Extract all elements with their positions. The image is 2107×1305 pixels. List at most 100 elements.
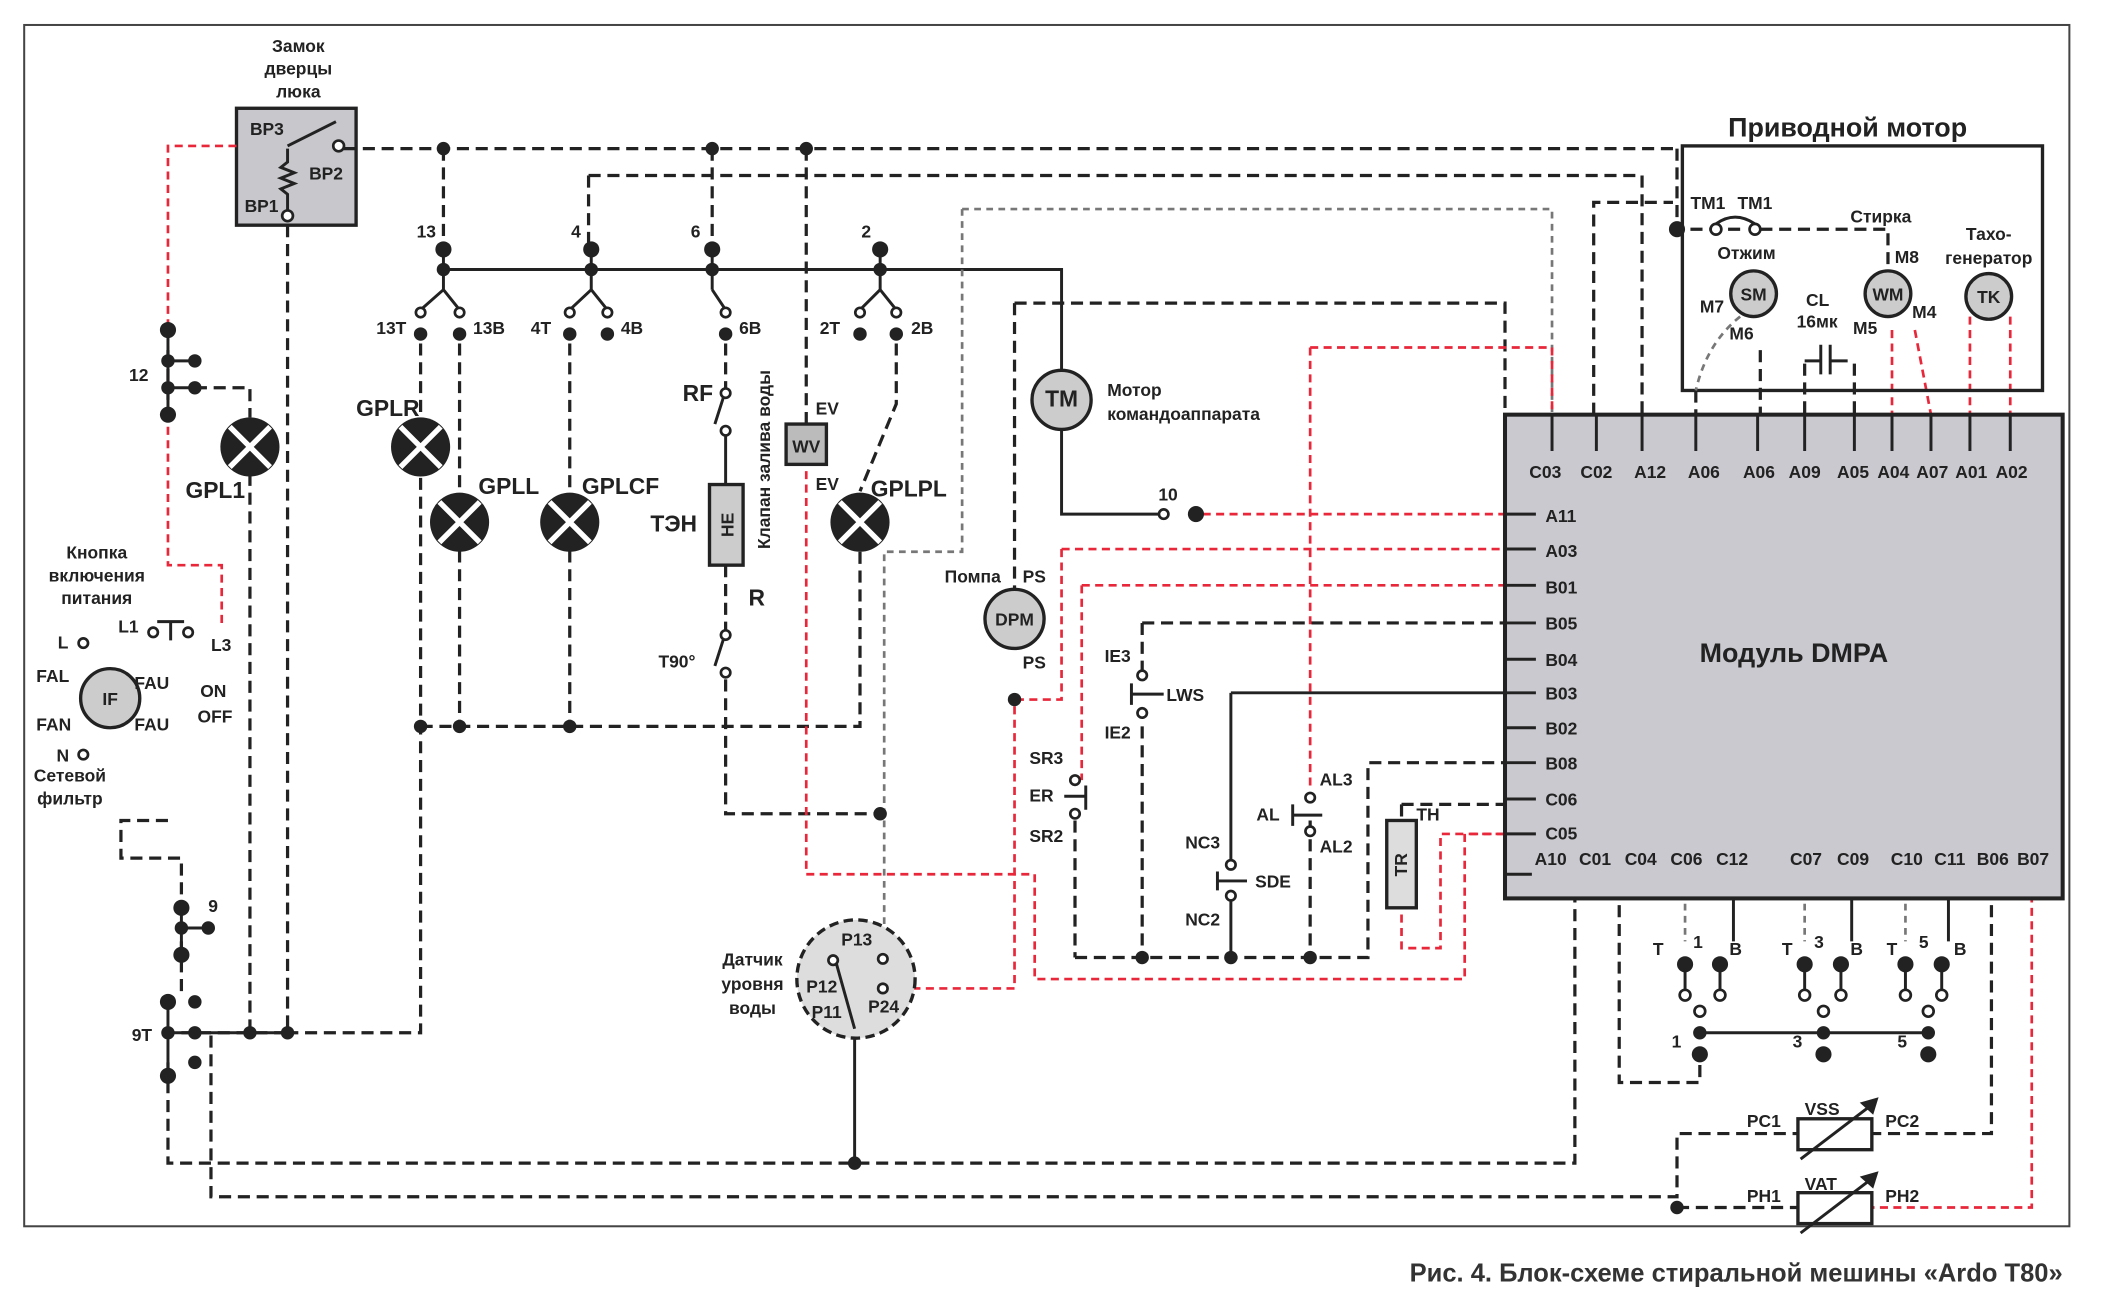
module-bottom-pins: A10 C01 C04 C06 C12 C07 C09 C10 C11 B06 … xyxy=(1535,849,2049,869)
bp2-label: BP2 xyxy=(309,164,343,184)
door-lock-title: люка xyxy=(276,82,321,102)
capacitor-value-label: 16мк xyxy=(1797,311,1838,331)
heater: HE ТЭН RF R T90° xyxy=(650,380,765,679)
pin-c07: C07 xyxy=(1790,849,1822,869)
n3-top-label: 3 xyxy=(1814,932,1824,952)
power-button-title: питания xyxy=(61,588,132,608)
tm1-b-label: TM1 xyxy=(1737,193,1772,213)
contact-4b-label: 4B xyxy=(621,318,643,338)
lamp-gplr-label: GPLR xyxy=(356,395,420,421)
pin-a06: A06 xyxy=(1688,462,1720,482)
nc3-label: NC3 xyxy=(1185,833,1220,853)
spin-motor-label: SM xyxy=(1741,284,1767,304)
m7-label: M7 xyxy=(1700,297,1724,317)
terminal-block: T 1 B T 3 B T 5 B 1 3 5 xyxy=(1653,932,1967,1063)
b5-label: B xyxy=(1954,939,1967,959)
sensors: IE3 LWS IE2 SR3 ER SR2 AL3 AL AL2 NC3 SD… xyxy=(1029,646,1440,965)
n3-label: 3 xyxy=(1793,1032,1803,1052)
timer-motor-label: командоаппарата xyxy=(1107,404,1260,424)
pin-a03: A03 xyxy=(1545,541,1577,561)
tr-label: TR xyxy=(1391,853,1411,877)
on-label: ON xyxy=(200,681,226,701)
pin-b07: B07 xyxy=(2017,849,2049,869)
pump-ps-bottom-label: PS xyxy=(1023,653,1046,673)
nc2-label: NC2 xyxy=(1185,909,1220,929)
level-sensor-label: уровня xyxy=(721,974,783,994)
capacitor-cl-label: CL xyxy=(1806,290,1830,310)
module-top-pins: C03 C02 A12 A06 A06 A09 A05 A04 A07 A01 … xyxy=(1529,414,2028,482)
vat-label: VAT xyxy=(1805,1174,1838,1194)
p12-label: P12 xyxy=(806,976,837,996)
door-lock: Замок дверцы люка BP3 BP2 BP1 xyxy=(234,36,358,227)
valve-wv-label: WV xyxy=(792,436,820,456)
filter-label: фильтр xyxy=(37,788,103,808)
pin-b06: B06 xyxy=(1977,849,2009,869)
pin-a06-2: A06 xyxy=(1743,462,1775,482)
timer-motor-label: Мотор xyxy=(1107,380,1161,400)
p11-label: P11 xyxy=(812,1002,842,1022)
program-switch: 13 4 6 2 13T 13B 4T 4B 6B 2T 2B 12 9 9T … xyxy=(129,141,1204,1084)
pin-c12: C12 xyxy=(1716,849,1748,869)
valve-ev-top-label: EV xyxy=(816,399,840,419)
pin-c11: C11 xyxy=(1934,849,1965,869)
p13-label: P13 xyxy=(841,929,872,949)
p24-label: P24 xyxy=(868,997,899,1017)
n1-label: 1 xyxy=(1672,1032,1682,1052)
drive-motor: Приводной мотор TM1 TM1 Стирка Отжим Тах… xyxy=(1668,113,2045,393)
l1-label: L1 xyxy=(118,616,139,636)
fau1-label: FAU xyxy=(134,673,169,693)
er-label: ER xyxy=(1029,786,1054,806)
control-module: Модуль DMPA C03 C02 A12 A06 A06 A09 A05 … xyxy=(1502,412,2065,901)
pc2-label: PC2 xyxy=(1885,1111,1919,1131)
valve-ev-bottom-label: EV xyxy=(816,474,840,494)
terminal-9t-label: 9T xyxy=(132,1025,153,1045)
fau2-label: FAU xyxy=(134,714,169,734)
l-label: L xyxy=(58,632,69,652)
n1-top-label: 1 xyxy=(1693,932,1703,952)
terminal-4-label: 4 xyxy=(571,221,581,241)
pin-c04: C04 xyxy=(1625,849,1657,869)
fan-label: FAN xyxy=(36,714,71,734)
red-wires xyxy=(166,144,2034,1209)
pc1-label: PC1 xyxy=(1747,1111,1781,1131)
door-lock-title: Замок xyxy=(272,36,325,56)
level-sensor-label: воды xyxy=(729,998,776,1018)
al3-label: AL3 xyxy=(1320,770,1353,790)
lamp-gpll-label: GPLL xyxy=(478,473,539,499)
n-label: N xyxy=(56,745,69,765)
pin-b04: B04 xyxy=(1545,650,1577,670)
lamp-gplpl-icon xyxy=(830,492,890,552)
contact-6b-label: 6B xyxy=(739,318,761,338)
pin-c10: C10 xyxy=(1891,849,1923,869)
pin-a10: A10 xyxy=(1535,849,1567,869)
pin-c03: C03 xyxy=(1529,462,1561,482)
diagram-frame xyxy=(23,23,2071,1228)
ie3-label: IE3 xyxy=(1105,646,1131,666)
power-button-title: Кнопка xyxy=(66,542,127,562)
power-button: Кнопка включения питания L1 L3 L IF FAL … xyxy=(34,542,233,808)
pin-a05: A05 xyxy=(1837,462,1869,482)
pin-a04: A04 xyxy=(1877,462,1909,482)
pin-a09: A09 xyxy=(1789,462,1821,482)
terminal-2-label: 2 xyxy=(861,221,871,241)
ph2-label: PH2 xyxy=(1885,1186,1919,1206)
lamp-gplr-icon xyxy=(391,417,451,477)
lamp-gplpl-label: GPLPL xyxy=(871,476,947,502)
spin-label: Отжим xyxy=(1717,243,1775,263)
filter-if-label: IF xyxy=(102,689,118,709)
module-left-pins: A11 A03 B01 B05 B04 B03 B02 B08 C06 C05 xyxy=(1505,506,1578,876)
th-label: TH xyxy=(1416,804,1439,824)
pin-b05: B05 xyxy=(1545,614,1577,634)
door-lock-title: дверцы xyxy=(265,59,333,79)
tm1-a-label: TM1 xyxy=(1690,193,1725,213)
t1-label: T xyxy=(1653,939,1664,959)
pin-c05: C05 xyxy=(1545,823,1577,843)
figure-caption: Рис. 4. Блок-схеме стиральной мешины «Ar… xyxy=(1410,1259,2063,1287)
sde-label: SDE xyxy=(1255,872,1291,892)
power-button-title: включения xyxy=(49,565,145,585)
contact-13b-label: 13B xyxy=(473,318,505,338)
lws-label: LWS xyxy=(1166,685,1204,705)
pin-a01: A01 xyxy=(1955,462,1987,482)
indicator-lamps: GPL1 GPLR GPLL GPLCF GPLPL xyxy=(185,395,947,552)
